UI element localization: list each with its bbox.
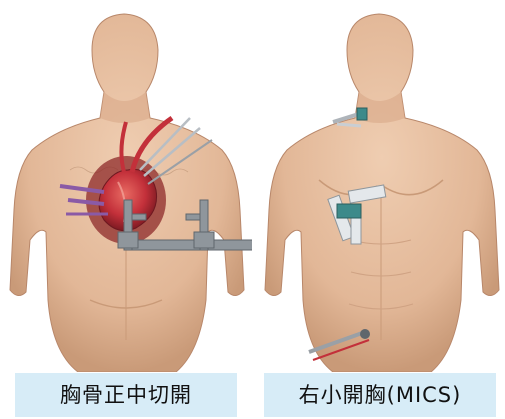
torso-illustration: [253, 0, 505, 372]
mics-illustration: [253, 0, 505, 372]
median-sternotomy-illustration: [0, 0, 252, 372]
caption-median-sternotomy: 胸骨正中切開: [15, 373, 237, 417]
caption-mics: 右小開胸(MICS): [264, 373, 496, 417]
torso-illustration: [0, 0, 252, 372]
